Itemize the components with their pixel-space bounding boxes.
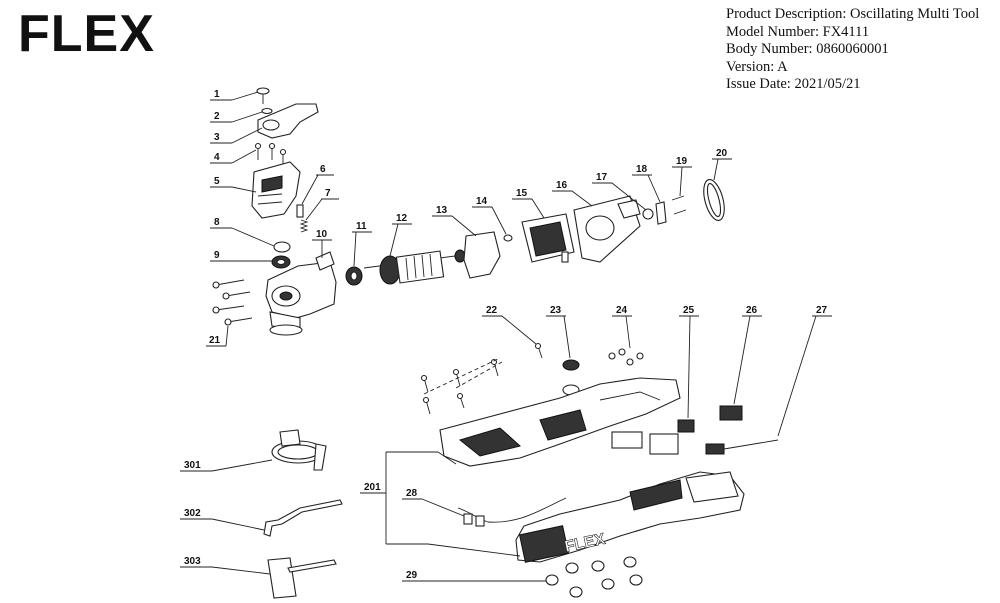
part-12-armature	[363, 249, 471, 285]
callouts: 1 2 3 4 5 8 9 21 6 7 10 11 12 13 14 15 1…	[180, 89, 832, 582]
callout-21: 21	[209, 335, 221, 346]
part-15-stator	[521, 213, 575, 263]
callout-10: 10	[316, 229, 328, 240]
callout-4: 4	[214, 152, 220, 163]
part-301-adapter	[271, 429, 327, 471]
callout-29: 29	[406, 570, 418, 581]
part-11-bearing	[345, 266, 363, 286]
part-22-screws	[420, 342, 543, 415]
callout-25: 25	[683, 305, 695, 316]
part-14-clip	[503, 234, 513, 242]
callout-8: 8	[214, 217, 220, 228]
part-4-screws	[254, 142, 287, 164]
callout-28: 28	[406, 488, 418, 499]
callout-303: 303	[184, 556, 201, 567]
part-7-spring	[299, 219, 309, 233]
callout-201: 201	[364, 482, 381, 493]
callout-16: 16	[556, 180, 568, 191]
part-1-screw	[256, 87, 270, 104]
part-19-screws	[671, 195, 687, 215]
model-number: Model Number: FX4111	[726, 23, 870, 40]
callout-2: 2	[214, 111, 220, 122]
parts: FLEX	[212, 87, 779, 599]
part-6-pin	[296, 204, 304, 218]
product-info: Product Description: Oscillating Multi T…	[726, 6, 979, 94]
part-25-switch	[677, 419, 695, 433]
callout-11: 11	[356, 221, 367, 232]
callout-23: 23	[550, 305, 562, 316]
part-303-guide	[267, 557, 337, 599]
part-13-bracket	[463, 231, 501, 279]
callout-17: 17	[596, 172, 608, 183]
part-23-bumpers	[562, 359, 580, 396]
part-8-ring	[273, 241, 291, 253]
part-24-clips	[608, 348, 644, 366]
callout-19: 19	[676, 156, 688, 167]
part-29-washers	[545, 556, 643, 598]
callout-7: 7	[325, 188, 331, 199]
callout-6: 6	[320, 164, 326, 175]
brand-logo: FLEX	[18, 5, 155, 63]
product-description: Product Description: Oscillating Multi T…	[726, 6, 980, 22]
body-number: Body Number: 0860060001	[726, 41, 889, 58]
callout-20: 20	[716, 148, 728, 159]
callout-26: 26	[746, 305, 758, 316]
issue-date: Issue Date: 2021/05/21	[726, 76, 861, 93]
part-10-gear-housing	[265, 251, 337, 336]
part-17-bearing	[642, 208, 654, 220]
callout-12: 12	[396, 213, 408, 224]
callout-1: 1	[214, 89, 220, 100]
callout-14: 14	[476, 196, 488, 207]
version: Version: A	[726, 58, 788, 75]
part-302-hex-key	[263, 499, 343, 537]
callout-22: 22	[486, 305, 498, 316]
callout-27: 27	[816, 305, 828, 316]
callout-15: 15	[516, 188, 528, 199]
callout-24: 24	[616, 305, 628, 316]
part-21-screws	[212, 279, 253, 326]
part-9-bearing	[271, 255, 291, 269]
callout-5: 5	[214, 176, 220, 187]
part-16-motor-housing	[573, 195, 641, 263]
housing-half-lower: FLEX	[515, 471, 745, 563]
callout-301: 301	[184, 460, 201, 471]
callout-302: 302	[184, 508, 201, 519]
part-20-o-ring	[703, 179, 725, 221]
part-28-wire	[457, 497, 567, 527]
part-26-button	[719, 405, 743, 421]
callout-13: 13	[436, 205, 448, 216]
part-5-head-cover	[251, 161, 301, 219]
part-27-wire-harness	[705, 439, 779, 455]
part-18-clip	[655, 201, 667, 225]
housing-half-upper	[439, 377, 681, 467]
part-2-washer	[261, 107, 273, 115]
callout-9: 9	[214, 250, 220, 261]
callout-3: 3	[214, 132, 220, 143]
callout-18: 18	[636, 164, 648, 175]
